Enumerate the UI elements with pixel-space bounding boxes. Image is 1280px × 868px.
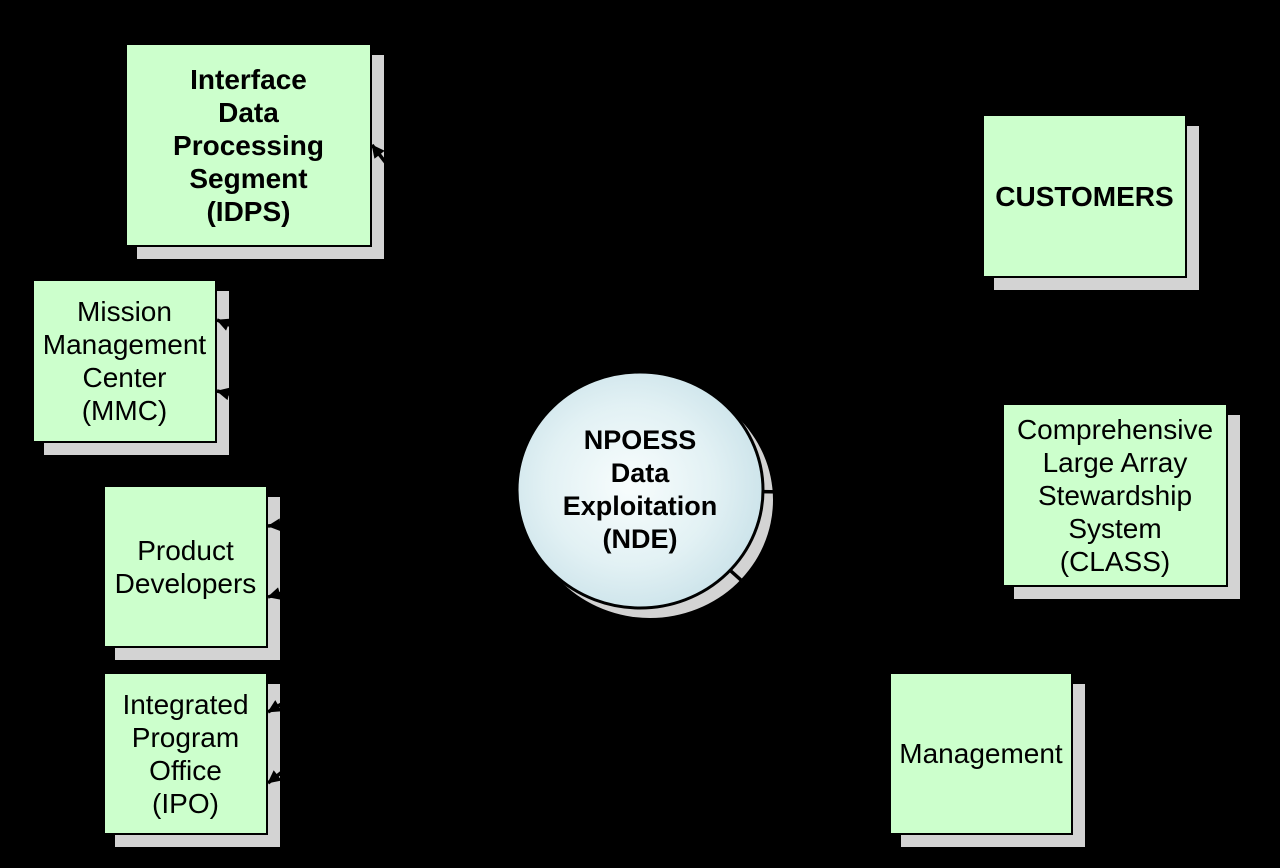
node-management-label: Management xyxy=(899,738,1063,769)
node-mmc-label: Mission Management Center (MMC) xyxy=(42,296,207,426)
node-management: Management xyxy=(889,672,1073,835)
node-idps: Interface Data Processing Segment (IDPS) xyxy=(125,43,372,247)
node-nde-label: NPOESS Data Exploitation (NDE) xyxy=(562,425,718,554)
center-ellipse xyxy=(515,370,765,610)
node-ipo-label: Integrated Program Office (IPO) xyxy=(122,688,249,819)
node-product-developers: Product Developers xyxy=(103,485,268,648)
node-class-label: Comprehensive Large Array Stewardship Sy… xyxy=(1016,413,1214,577)
node-idps-label: Interface Data Processing Segment (IDPS) xyxy=(173,63,324,227)
node-customers-label: CUSTOMERS xyxy=(995,180,1174,212)
node-nde: NPOESS Data Exploitation (NDE) xyxy=(520,420,760,560)
node-customers: CUSTOMERS xyxy=(982,114,1187,278)
node-product-developers-label: Product Developers xyxy=(114,534,257,599)
node-mmc: Mission Management Center (MMC) xyxy=(32,279,217,443)
node-ipo: Integrated Program Office (IPO) xyxy=(103,672,268,835)
node-class: Comprehensive Large Array Stewardship Sy… xyxy=(1002,403,1228,587)
